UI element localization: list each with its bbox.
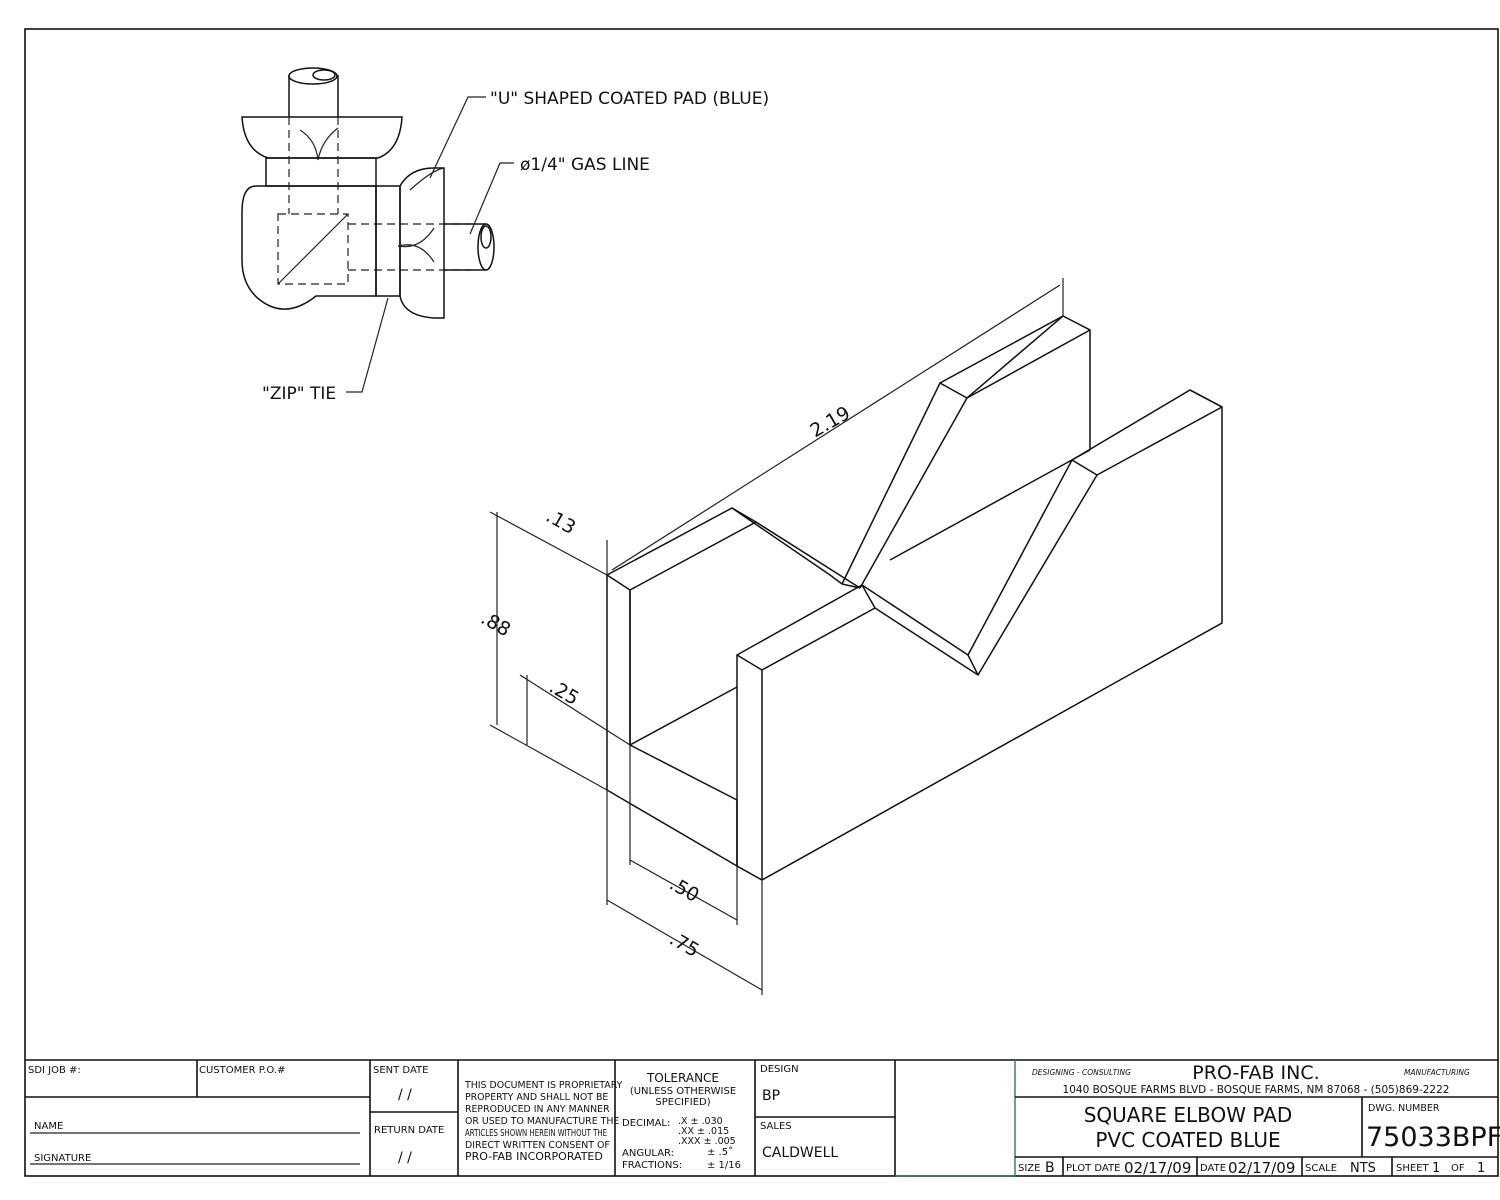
angular-label: ANGULAR: [622, 1148, 674, 1159]
sheet-label: SHEET [1396, 1163, 1430, 1174]
dim-inner-width: .50 [666, 873, 703, 907]
dim-outer-width: .75 [666, 928, 703, 962]
of-label: OF [1451, 1163, 1465, 1174]
date-label: DATE [1200, 1163, 1226, 1174]
dim-height: .88 [477, 607, 514, 641]
size-value: B [1045, 1160, 1055, 1176]
fractions-label: FRACTIONS: [622, 1160, 682, 1171]
dwg-number: 75033BPF [1366, 1122, 1500, 1153]
tolerance-sub1: (UNLESS OTHERWISE [630, 1086, 736, 1097]
part-title-line1: SQUARE ELBOW PAD [1084, 1103, 1293, 1127]
proprietary-notice: THIS DOCUMENT IS PROPRIETARY PROPERTY AN… [464, 1080, 623, 1163]
name-label: NAME [34, 1121, 63, 1132]
sheet-value: 1 [1432, 1161, 1440, 1176]
dim-line-inner-width [629, 859, 738, 921]
date-value: 02/17/09 [1228, 1159, 1295, 1177]
leader-u-pad [429, 96, 486, 179]
tol-xx: .XX ± .015 [678, 1126, 729, 1137]
sales-label: SALES [760, 1121, 792, 1132]
company-address: 1040 BOSQUE FARMS BLVD - BOSQUE FARMS, N… [1063, 1084, 1450, 1096]
dim-floor: .25 [545, 676, 582, 710]
part-title-line2: PVC COATED BLUE [1095, 1128, 1280, 1152]
svg-text:PRO-FAB INCORPORATED: PRO-FAB INCORPORATED [465, 1150, 603, 1163]
tolerance-sub2: SPECIFIED) [655, 1097, 710, 1108]
customer-po-label: CUSTOMER P.O.# [199, 1065, 285, 1076]
title-block [25, 1059, 1498, 1177]
size-label: SIZE [1018, 1163, 1040, 1174]
leader-gas-line [469, 162, 514, 235]
sent-date-value: / / [398, 1087, 412, 1103]
dim-line-length [611, 284, 1061, 571]
sent-date-label: SENT DATE [373, 1065, 428, 1076]
svg-text:DIRECT WRITTEN CONSENT OF: DIRECT WRITTEN CONSENT OF [465, 1140, 610, 1151]
svg-text:PROPERTY AND SHALL NOT BE: PROPERTY AND SHALL NOT BE [465, 1092, 608, 1103]
fractions-value: ± 1/16 [707, 1160, 741, 1171]
isometric-part-view [489, 278, 1223, 995]
sheet-border [24, 28, 1499, 1177]
callout-zip-tie: "ZIP" TIE [262, 384, 336, 404]
sdi-job-label: SDI JOB #: [28, 1065, 81, 1076]
tolerance-title: TOLERANCE [646, 1071, 719, 1085]
signature-label: SIGNATURE [34, 1153, 91, 1164]
of-value: 1 [1477, 1161, 1485, 1176]
svg-text:REPRODUCED IN ANY MANNER: REPRODUCED IN ANY MANNER [465, 1104, 610, 1115]
dwg-number-label: DWG. NUMBER [1368, 1103, 1440, 1114]
manufacturing-label: MANUFACTURING [1404, 1068, 1470, 1077]
company-name: PRO-FAB INC. [1192, 1062, 1319, 1084]
scale-label: SCALE [1305, 1163, 1337, 1174]
callout-u-pad: "U" SHAPED COATED PAD (BLUE) [490, 89, 769, 109]
tol-xxx: .XXX ± .005 [678, 1136, 736, 1147]
return-date-label: RETURN DATE [374, 1125, 444, 1136]
decimal-label: DECIMAL: [622, 1118, 670, 1129]
dim-line-outer-width [606, 899, 763, 991]
dim-length: 2.19 [806, 402, 854, 442]
assembly-detail-view [241, 67, 514, 393]
design-value: BP [762, 1088, 780, 1104]
svg-text:OR USED TO MANUFACTURE THE: OR USED TO MANUFACTURE THE [465, 1116, 619, 1127]
callout-gas-line: ø1/4" GAS LINE [520, 155, 650, 175]
designing-consulting: DESIGNING - CONSULTING [1032, 1068, 1131, 1077]
plot-date-value: 02/17/09 [1124, 1159, 1191, 1177]
dim-wall: .13 [542, 505, 579, 539]
return-date-value: / / [398, 1150, 412, 1166]
design-label: DESIGN [760, 1064, 799, 1075]
angular-value: ± .5˚ [707, 1146, 733, 1158]
leader-zip-tie [346, 297, 389, 393]
scale-value: NTS [1350, 1161, 1376, 1176]
plot-date-label: PLOT DATE [1066, 1163, 1120, 1174]
svg-text:ARTICLES SHOWN HEREIN WITHOUT: ARTICLES SHOWN HEREIN WITHOUT THE [465, 1128, 607, 1139]
svg-text:THIS DOCUMENT IS PROPRIETARY: THIS DOCUMENT IS PROPRIETARY [464, 1080, 623, 1091]
tol-x: .X ± .030 [678, 1116, 723, 1127]
sales-value: CALDWELL [762, 1145, 838, 1161]
